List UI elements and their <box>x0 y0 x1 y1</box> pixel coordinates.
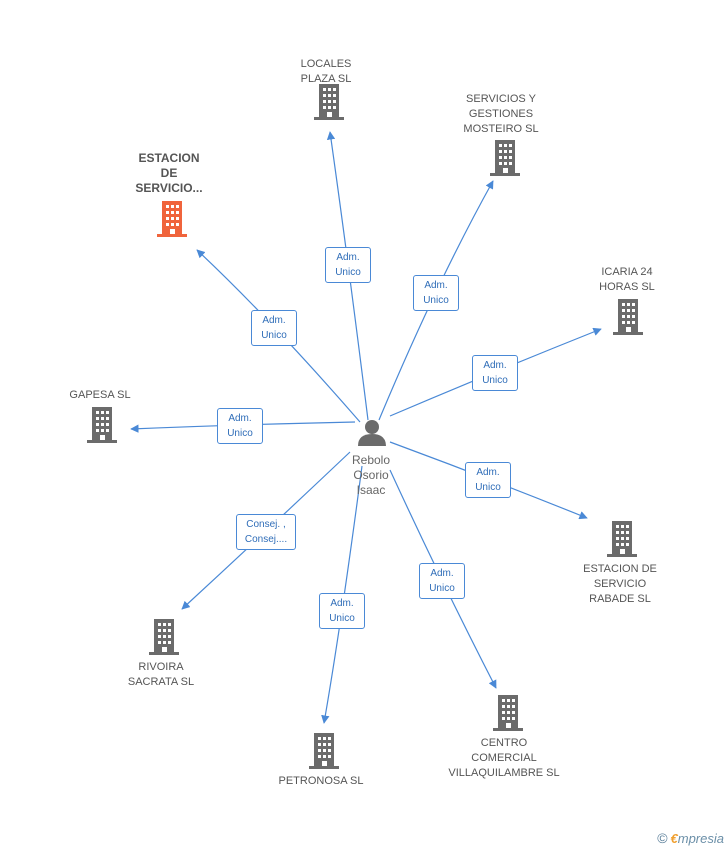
brand-logo-initial: € <box>670 831 678 846</box>
relation-label-petronosa[interactable]: Adm. Unico <box>319 593 365 629</box>
building-icon-rivoira[interactable] <box>149 619 179 655</box>
building-icon-gapesa[interactable] <box>87 407 117 443</box>
center-person-name[interactable]: Rebolo Osorio Isaac <box>351 453 391 497</box>
company-name-estacion[interactable]: ESTACION DE SERVICIO... <box>135 151 203 195</box>
relation-label-centro[interactable]: Adm. Unico <box>419 563 465 599</box>
relation-label-gapesa[interactable]: Adm. Unico <box>217 408 263 444</box>
building-icon-centro[interactable] <box>493 695 523 731</box>
building-icon-petronosa[interactable] <box>309 733 339 769</box>
building-icon-locales[interactable] <box>314 84 344 120</box>
brand-logo-text: mpresia <box>677 831 724 846</box>
building-icon-estacion[interactable] <box>157 201 187 237</box>
relation-label-servicios[interactable]: Adm. Unico <box>413 275 459 311</box>
relation-label-rabade[interactable]: Adm. Unico <box>465 462 511 498</box>
company-name-centro[interactable]: CENTRO COMERCIAL VILLAQUILAMBRE SL <box>448 737 560 779</box>
company-name-rivoira[interactable]: RIVOIRA SACRATA SL <box>127 661 195 688</box>
company-name-icaria[interactable]: ICARIA 24 HORAS SL <box>599 266 655 293</box>
building-icon-rabade[interactable] <box>607 521 637 557</box>
company-name-servicios[interactable]: SERVICIOS Y GESTIONES MOSTEIRO SL <box>463 93 539 135</box>
relation-label-icaria[interactable]: Adm. Unico <box>472 355 518 391</box>
relation-label-rivoira[interactable]: Consej. , Consej.... <box>236 514 296 550</box>
relation-label-locales[interactable]: Adm. Unico <box>325 247 371 283</box>
company-name-locales[interactable]: LOCALES PLAZA SL <box>300 58 352 85</box>
copyright-symbol: © <box>657 830 668 846</box>
building-icon-servicios[interactable] <box>490 140 520 176</box>
company-name-petronosa[interactable]: PETRONOSA SL <box>278 775 364 787</box>
company-name-gapesa[interactable]: GAPESA SL <box>69 389 131 401</box>
footer-brand: ©€mpresia <box>657 830 724 846</box>
building-icon-icaria[interactable] <box>613 299 643 335</box>
person-icon[interactable] <box>358 420 386 446</box>
relation-label-estacion[interactable]: Adm. Unico <box>251 310 297 346</box>
company-name-rabade[interactable]: ESTACION DE SERVICIO RABADE SL <box>583 563 657 605</box>
